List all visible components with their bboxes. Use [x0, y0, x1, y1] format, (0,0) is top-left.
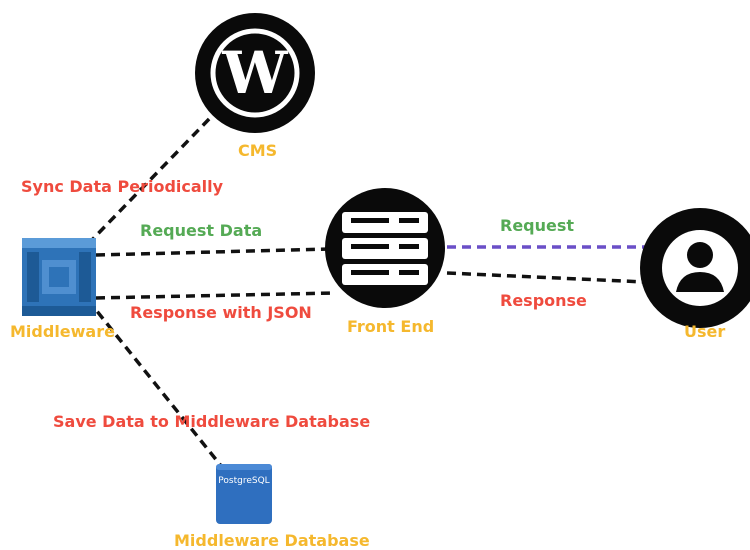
database-badge: PostgreSQL	[218, 476, 269, 486]
server-icon	[325, 188, 445, 308]
user-icon	[640, 208, 750, 328]
response-label: Response	[500, 291, 587, 310]
front-end-label: Front End	[347, 317, 435, 336]
middleware-label: Middleware	[10, 322, 115, 341]
edge-response	[446, 271, 646, 284]
request-data-label: Request Data	[140, 221, 263, 240]
save-data-label: Save Data to Middleware Database	[53, 412, 371, 431]
database-label: Middleware Database	[174, 531, 370, 550]
cms-label: CMS	[238, 141, 278, 160]
svg-text:W: W	[221, 39, 288, 107]
edge-response-json	[95, 291, 336, 300]
postgresql-icon: PostgreSQL	[216, 464, 272, 524]
user-label: User	[684, 322, 726, 341]
wordpress-icon: W	[195, 13, 315, 133]
sync-label: Sync Data Periodically	[21, 177, 224, 196]
middleware-cube-icon	[22, 238, 96, 316]
edge-save-data	[86, 298, 224, 469]
request-label: Request	[500, 216, 575, 235]
response-json-label: Response with JSON	[130, 303, 312, 322]
edge-request-data	[95, 247, 331, 257]
